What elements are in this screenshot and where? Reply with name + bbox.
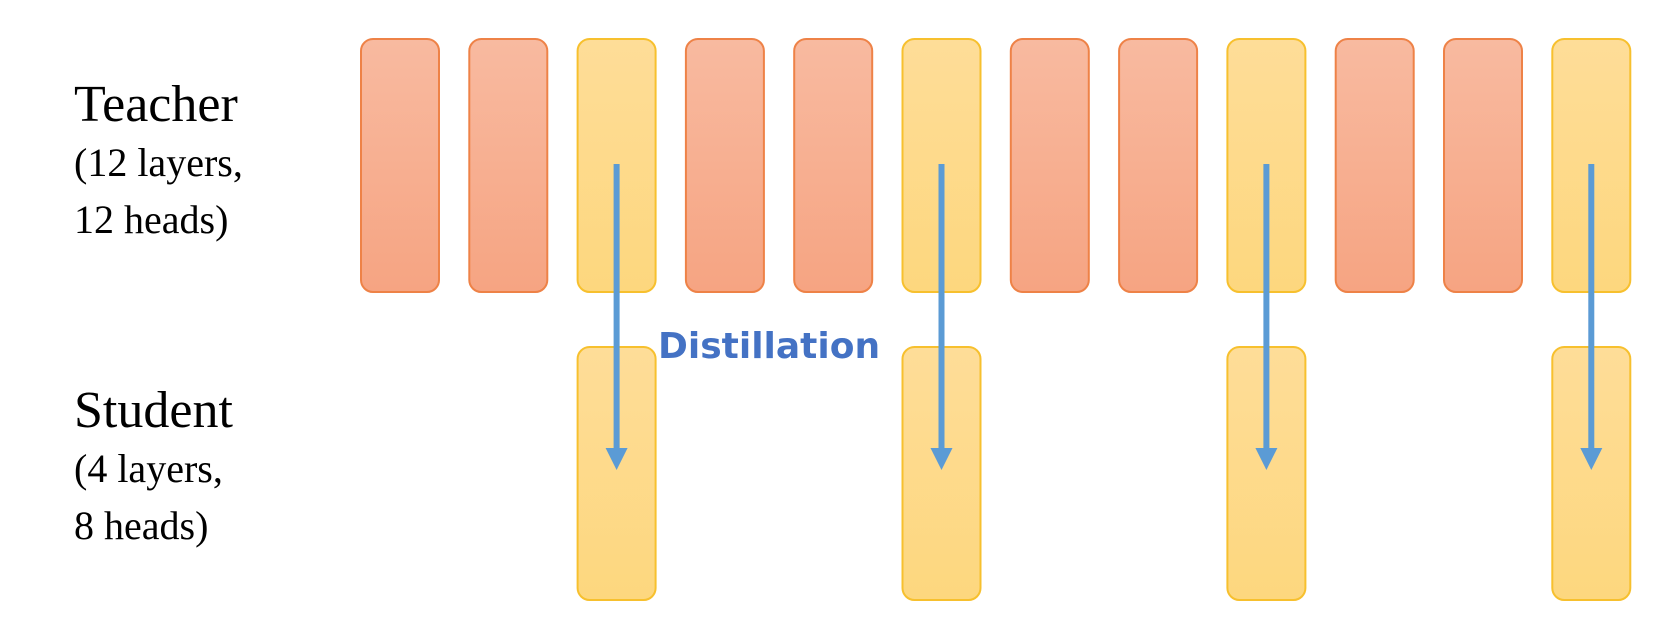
student-title: Student: [74, 382, 233, 439]
teacher-layer-10: [1334, 38, 1415, 293]
teacher-layer-8: [1118, 38, 1199, 293]
teacher-layer-11: [1443, 38, 1523, 293]
student-layers-text: (4 layers,: [74, 446, 223, 491]
teacher-label: Teacher (12 layers, 12 heads): [74, 76, 243, 248]
distillation-arrows: [605, 164, 1603, 470]
distillation-arrow-4: [1580, 164, 1603, 470]
arrow-head: [930, 448, 953, 470]
student-label: Student (4 layers, 8 heads): [74, 382, 233, 554]
distillation-arrow-2: [930, 164, 953, 470]
distillation-arrow-1: [605, 164, 628, 470]
teacher-layer-5: [793, 38, 874, 293]
arrow-head: [605, 448, 628, 470]
teacher-layers: [360, 38, 1632, 293]
teacher-layers-text: (12 layers,: [74, 140, 243, 185]
teacher-layer-7: [1009, 38, 1090, 293]
teacher-title: Teacher: [74, 76, 238, 133]
teacher-layer-1: [360, 38, 440, 293]
distillation-label: Distillation: [658, 326, 880, 367]
teacher-layer-2: [468, 38, 549, 293]
student-heads-text: 8 heads): [74, 503, 209, 548]
teacher-layer-4: [684, 38, 765, 293]
teacher-heads-text: 12 heads): [74, 197, 229, 242]
arrow-head: [1580, 448, 1603, 470]
arrow-head: [1255, 448, 1278, 470]
student-layers: [576, 346, 1632, 601]
distillation-arrow-3: [1255, 164, 1278, 470]
